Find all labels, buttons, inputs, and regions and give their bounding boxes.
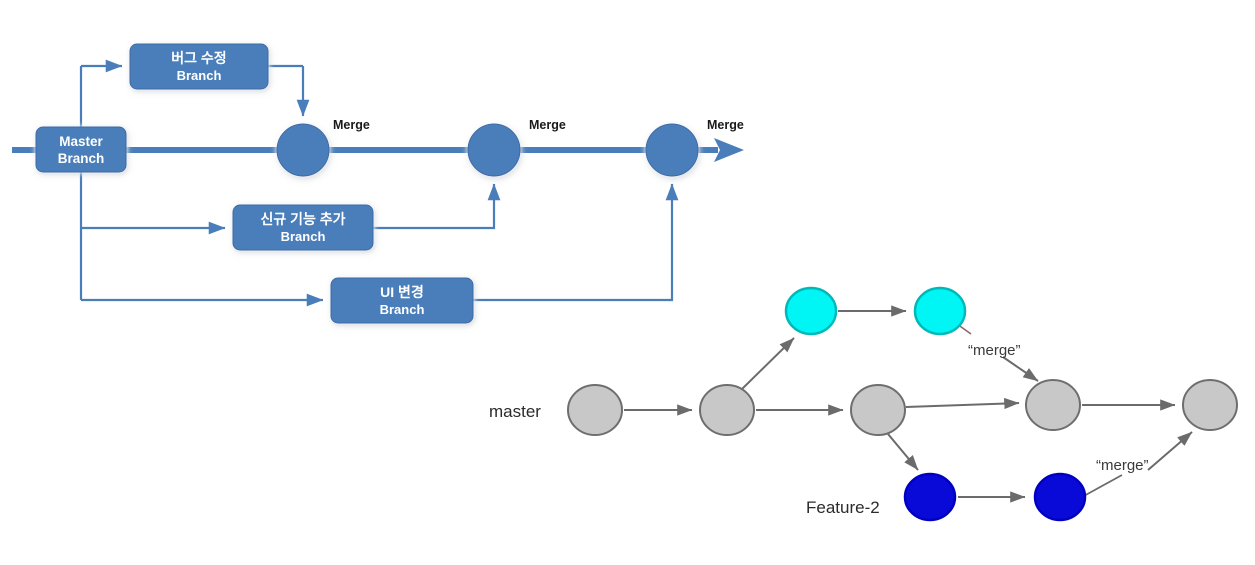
flowchart-group: Merge Merge Merge Master Branch 버그 수정 Br…: [12, 43, 744, 324]
branch-box-feature[interactable]: 신규 기능 추가 Branch: [232, 204, 374, 251]
branch-box-bugfix-line2: Branch: [177, 68, 222, 83]
git-merge-callout-bottom-arrow: [1081, 474, 1123, 498]
git-node-m2[interactable]: [699, 384, 755, 436]
branch-box-bugfix[interactable]: 버그 수정 Branch: [129, 43, 269, 90]
master-branch-box[interactable]: Master Branch: [35, 126, 127, 173]
connector-ui-to-merge3: [472, 183, 679, 302]
connector-feature-to-merge2: [373, 183, 501, 230]
master-trunk-line: [12, 138, 744, 162]
git-edge-f2b-m5: [1147, 431, 1193, 471]
merge-node-3[interactable]: [645, 123, 699, 177]
master-branch-line1: Master: [59, 134, 103, 149]
git-edge-m3-m4: [905, 397, 1020, 410]
git-node-m1[interactable]: [567, 384, 623, 436]
git-node-f1a[interactable]: [784, 286, 838, 336]
merge-node-2[interactable]: [467, 123, 521, 177]
branch-box-feature-line1: 신규 기능 추가: [260, 211, 345, 227]
gitgraph-group: master Feature-2 “merge” “merge”: [489, 286, 1238, 522]
git-node-f2b[interactable]: [1033, 472, 1087, 522]
git-node-f2a[interactable]: [903, 472, 957, 522]
git-edge-m2-f1a: [741, 337, 795, 390]
git-merge-callout-top-arrow: [1002, 356, 1039, 382]
git-node-m3[interactable]: [850, 384, 906, 436]
merge-label-3: Merge: [707, 118, 744, 132]
git-label-feature2: Feature-2: [806, 498, 880, 517]
git-merge-label-bottom: “merge”: [1096, 457, 1149, 474]
branch-box-bugfix-line1: 버그 수정: [171, 50, 226, 66]
git-node-f1b[interactable]: [913, 286, 967, 336]
branch-box-ui[interactable]: UI 변경 Branch: [330, 277, 474, 324]
branch-box-feature-line2: Branch: [281, 229, 326, 244]
git-node-m5[interactable]: [1182, 379, 1238, 431]
branch-box-ui-line2: Branch: [380, 302, 425, 317]
git-label-master: master: [489, 402, 541, 421]
git-merge-label-top: “merge”: [968, 342, 1021, 359]
git-node-m4[interactable]: [1025, 379, 1081, 431]
merge-label-2: Merge: [529, 118, 566, 132]
master-branch-line2: Branch: [58, 151, 105, 166]
branch-box-ui-line1: UI 변경: [380, 284, 424, 300]
merge-node-1[interactable]: [276, 123, 330, 177]
merge-label-1: Merge: [333, 118, 370, 132]
git-edge-m3-f2a: [887, 433, 919, 471]
